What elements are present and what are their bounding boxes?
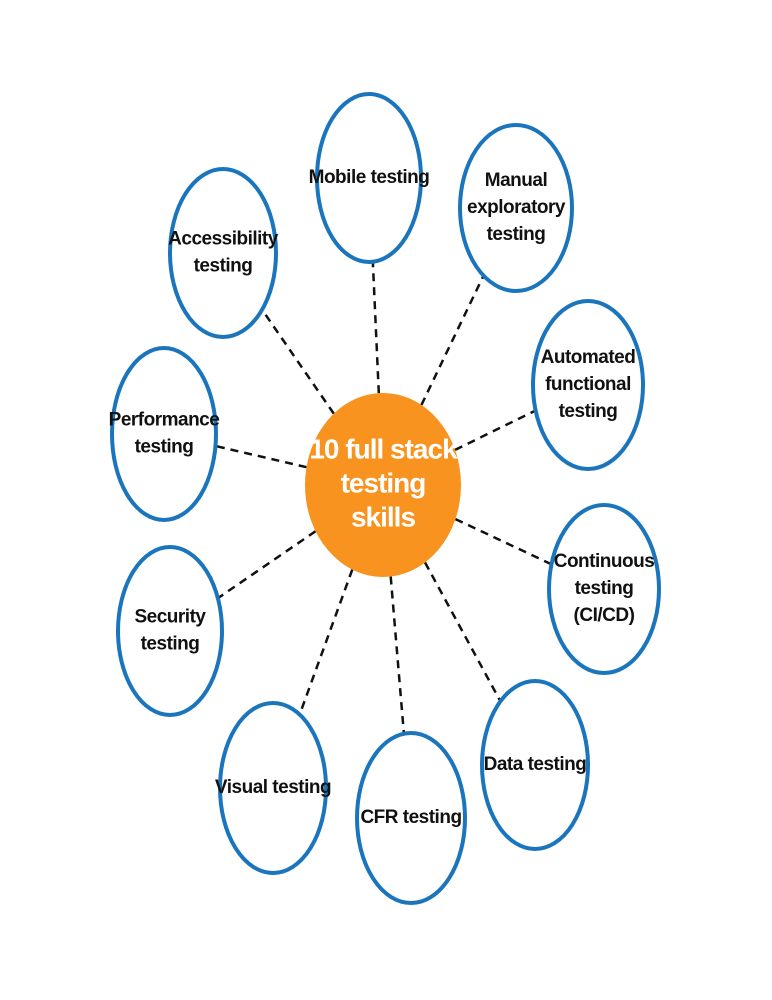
connector-mobile-testing bbox=[371, 261, 381, 394]
node-data-testing: Data testing bbox=[480, 679, 590, 851]
node-circle bbox=[480, 679, 590, 851]
node-label-line: Security bbox=[135, 607, 207, 628]
node-circle bbox=[458, 123, 574, 293]
node-automated-functional-testing: Automated functional testing bbox=[531, 299, 645, 471]
node-accessibility-testing: Accessibility testing bbox=[168, 167, 279, 339]
connector-continuous-testing bbox=[454, 517, 552, 566]
node-circle bbox=[110, 346, 218, 522]
node-label-line: Performance bbox=[109, 410, 220, 431]
node-manual-exploratory-testing: Manual exploratory testing bbox=[458, 123, 574, 293]
node-label-line: Mobile testing bbox=[309, 167, 430, 188]
node-circle bbox=[116, 545, 224, 717]
node-circle bbox=[315, 92, 423, 264]
node-label-line: functional bbox=[545, 374, 631, 395]
node-label-line: testing bbox=[575, 578, 634, 599]
connectors bbox=[215, 261, 552, 734]
node-mobile-testing: Mobile testing bbox=[309, 92, 430, 264]
center-label-line: testing bbox=[341, 467, 426, 498]
center-label-line: skills bbox=[351, 501, 415, 532]
center-label-line: 10 full stack bbox=[309, 433, 458, 464]
node-circle bbox=[168, 167, 278, 339]
node-label-line: testing bbox=[135, 437, 194, 458]
node-label-line: testing bbox=[487, 224, 546, 245]
node-label-line: testing bbox=[141, 634, 200, 655]
node-security-testing: Security testing bbox=[116, 545, 224, 717]
node-visual-testing: Visual testing bbox=[215, 701, 332, 875]
node-circle bbox=[218, 701, 328, 875]
node-circle bbox=[531, 299, 645, 471]
center-circle bbox=[305, 393, 461, 577]
connector-visual-testing bbox=[298, 569, 354, 715]
connector-data-testing bbox=[423, 561, 502, 702]
node-label-line: Automated bbox=[541, 347, 636, 368]
node-label-line: Visual testing bbox=[215, 777, 331, 798]
node-cfr-testing: CFR testing bbox=[355, 731, 467, 905]
node-circle bbox=[547, 503, 661, 675]
node-label-line: Accessibility bbox=[168, 229, 279, 250]
node-label-line: Continuous bbox=[554, 551, 655, 572]
node-performance-testing: Performance testing bbox=[109, 346, 220, 522]
connector-automated-functional-testing bbox=[454, 409, 537, 451]
node-label-line: exploratory bbox=[467, 197, 566, 218]
connector-performance-testing bbox=[215, 444, 307, 469]
connector-accessibility-testing bbox=[261, 308, 335, 415]
node-circle bbox=[355, 731, 467, 905]
node-label-line: testing bbox=[194, 256, 253, 277]
connector-security-testing bbox=[217, 530, 317, 600]
node-label-line: testing bbox=[559, 401, 618, 422]
connector-cfr-testing bbox=[389, 576, 406, 734]
node-label-line: (CI/CD) bbox=[574, 605, 635, 626]
node-label-line: CFR testing bbox=[360, 807, 461, 828]
node-continuous-testing: Continuous testing (CI/CD) bbox=[547, 503, 661, 675]
node-label-line: Manual bbox=[485, 170, 547, 191]
node-label-line: Data testing bbox=[484, 754, 587, 775]
connector-manual-exploratory-testing bbox=[420, 275, 485, 406]
